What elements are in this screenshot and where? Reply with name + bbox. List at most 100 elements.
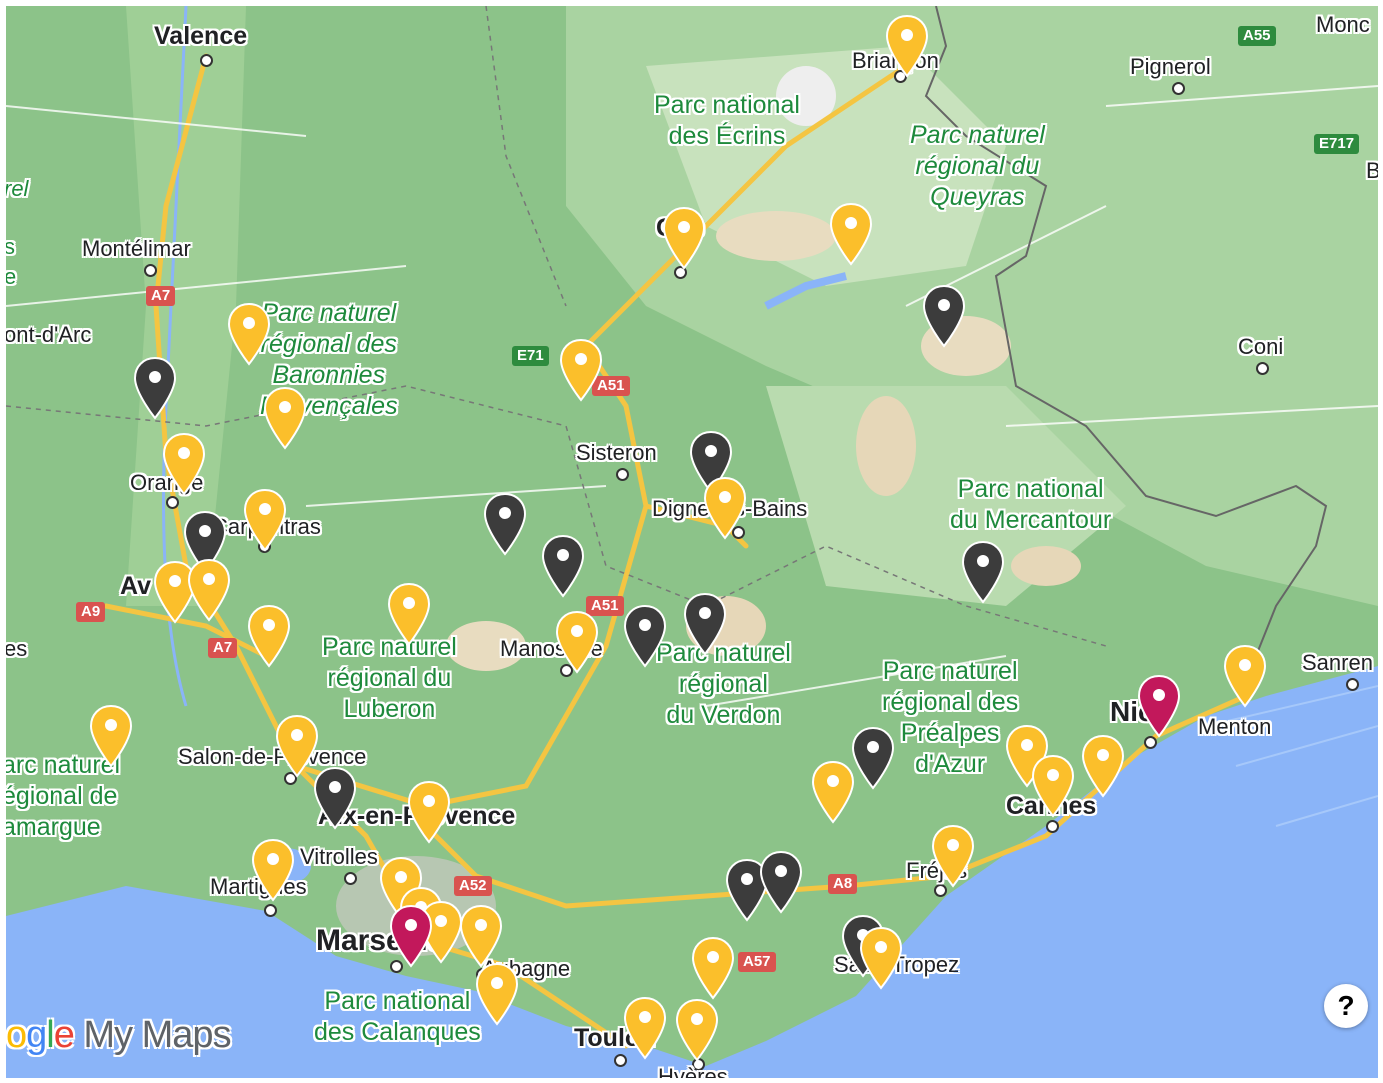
city-dot	[200, 54, 213, 67]
road-shield: E717	[1314, 134, 1360, 154]
road-shield: A8	[828, 874, 858, 894]
city-label: es	[6, 636, 28, 661]
map-marker-yellow[interactable]	[1080, 734, 1126, 798]
road-shield: A51	[592, 376, 630, 396]
city-dot	[390, 960, 403, 973]
city-dot	[1346, 678, 1359, 691]
city-dot	[144, 264, 157, 277]
road-shield: E71	[512, 346, 549, 366]
map-marker-yellow[interactable]	[661, 206, 707, 270]
map-marker-yellow[interactable]	[810, 760, 856, 824]
map-marker-yellow[interactable]	[1030, 754, 1076, 818]
city-dot	[560, 664, 573, 677]
map-marker-yellow[interactable]	[828, 202, 874, 266]
map-marker-yellow[interactable]	[674, 998, 720, 1062]
map-marker-black[interactable]	[850, 726, 896, 790]
map-marker-yellow[interactable]	[554, 610, 600, 674]
map-marker-yellow[interactable]	[386, 582, 432, 646]
city-dot	[616, 468, 629, 481]
road-shield: A57	[738, 952, 776, 972]
city-dot	[1144, 736, 1157, 749]
city-label: B	[1366, 158, 1378, 183]
road-shield: A55	[1238, 26, 1276, 46]
map-marker-yellow[interactable]	[250, 838, 296, 902]
city-label: rel	[6, 176, 29, 201]
city-label: Pignerol	[1130, 54, 1211, 79]
map-marker-black[interactable]	[921, 284, 967, 348]
map-marker-yellow[interactable]	[702, 476, 748, 540]
city-label: Salon-de-Provence	[178, 744, 367, 769]
map-marker-yellow[interactable]	[930, 824, 976, 888]
map-marker-black[interactable]	[312, 766, 358, 830]
map-marker-yellow[interactable]	[622, 996, 668, 1060]
map-marker-yellow[interactable]	[558, 338, 604, 402]
city-label: Hyères	[658, 1064, 728, 1078]
city-label: ont-d'Arc	[6, 322, 92, 347]
map-marker-yellow[interactable]	[262, 386, 308, 450]
map-marker-black[interactable]	[960, 540, 1006, 604]
city-dot	[934, 884, 947, 897]
city-label: Sisteron	[576, 440, 657, 465]
map-marker-yellow[interactable]	[690, 936, 736, 1000]
map-terrain	[6, 6, 1378, 1078]
city-dot	[1172, 82, 1185, 95]
city-dot	[344, 872, 357, 885]
map-marker-yellow[interactable]	[226, 302, 272, 366]
map-marker-yellow[interactable]	[458, 904, 504, 968]
map-marker-black[interactable]	[682, 592, 728, 656]
city-label: Montélimar	[82, 236, 191, 261]
city-label: e	[6, 264, 17, 289]
road-shield: A51	[586, 596, 624, 616]
city-label: Vitrolles	[300, 844, 378, 869]
map-marker-yellow[interactable]	[406, 780, 452, 844]
map-marker-black[interactable]	[688, 430, 734, 494]
map-marker-yellow[interactable]	[1222, 644, 1268, 708]
road-shield: A52	[454, 876, 492, 896]
map-marker-black[interactable]	[540, 534, 586, 598]
map-marker-yellow[interactable]	[88, 704, 134, 768]
map-marker-black[interactable]	[724, 858, 770, 922]
city-label: Coni	[1238, 334, 1284, 359]
map-marker-yellow[interactable]	[246, 604, 292, 668]
city-label: Sanren	[1302, 650, 1373, 675]
city-dot	[1256, 362, 1269, 375]
map-marker-yellow[interactable]	[474, 962, 520, 1026]
map-marker-red[interactable]	[1136, 674, 1182, 738]
map-marker-yellow[interactable]	[274, 714, 320, 778]
google-my-maps-logo: ogle My Maps	[6, 1014, 232, 1056]
city-label: Menton	[1198, 714, 1272, 739]
city-label: Valence	[154, 22, 248, 50]
road-shield: A9	[76, 602, 106, 622]
city-label: s	[6, 234, 15, 259]
help-button[interactable]: ?	[1324, 984, 1368, 1028]
city-dot	[166, 496, 179, 509]
map-marker-black[interactable]	[132, 356, 178, 420]
map-marker-yellow[interactable]	[161, 432, 207, 496]
city-dot	[264, 904, 277, 917]
road-shield: A7	[208, 638, 238, 658]
city-dot	[732, 526, 745, 539]
map-marker-yellow[interactable]	[242, 488, 288, 552]
map-marker-black[interactable]	[758, 850, 804, 914]
map-marker-yellow[interactable]	[858, 926, 904, 990]
map-marker-black[interactable]	[622, 604, 668, 668]
city-dot	[1046, 820, 1059, 833]
map-marker-black[interactable]	[482, 492, 528, 556]
city-label: Av	[120, 572, 152, 600]
map-marker-red[interactable]	[388, 904, 434, 968]
city-label: Monc	[1316, 12, 1370, 37]
map-marker-yellow[interactable]	[186, 558, 232, 622]
city-dot	[284, 772, 297, 785]
city-dot	[614, 1054, 627, 1067]
map-marker-yellow[interactable]	[884, 14, 930, 78]
road-shield: A7	[146, 286, 176, 306]
